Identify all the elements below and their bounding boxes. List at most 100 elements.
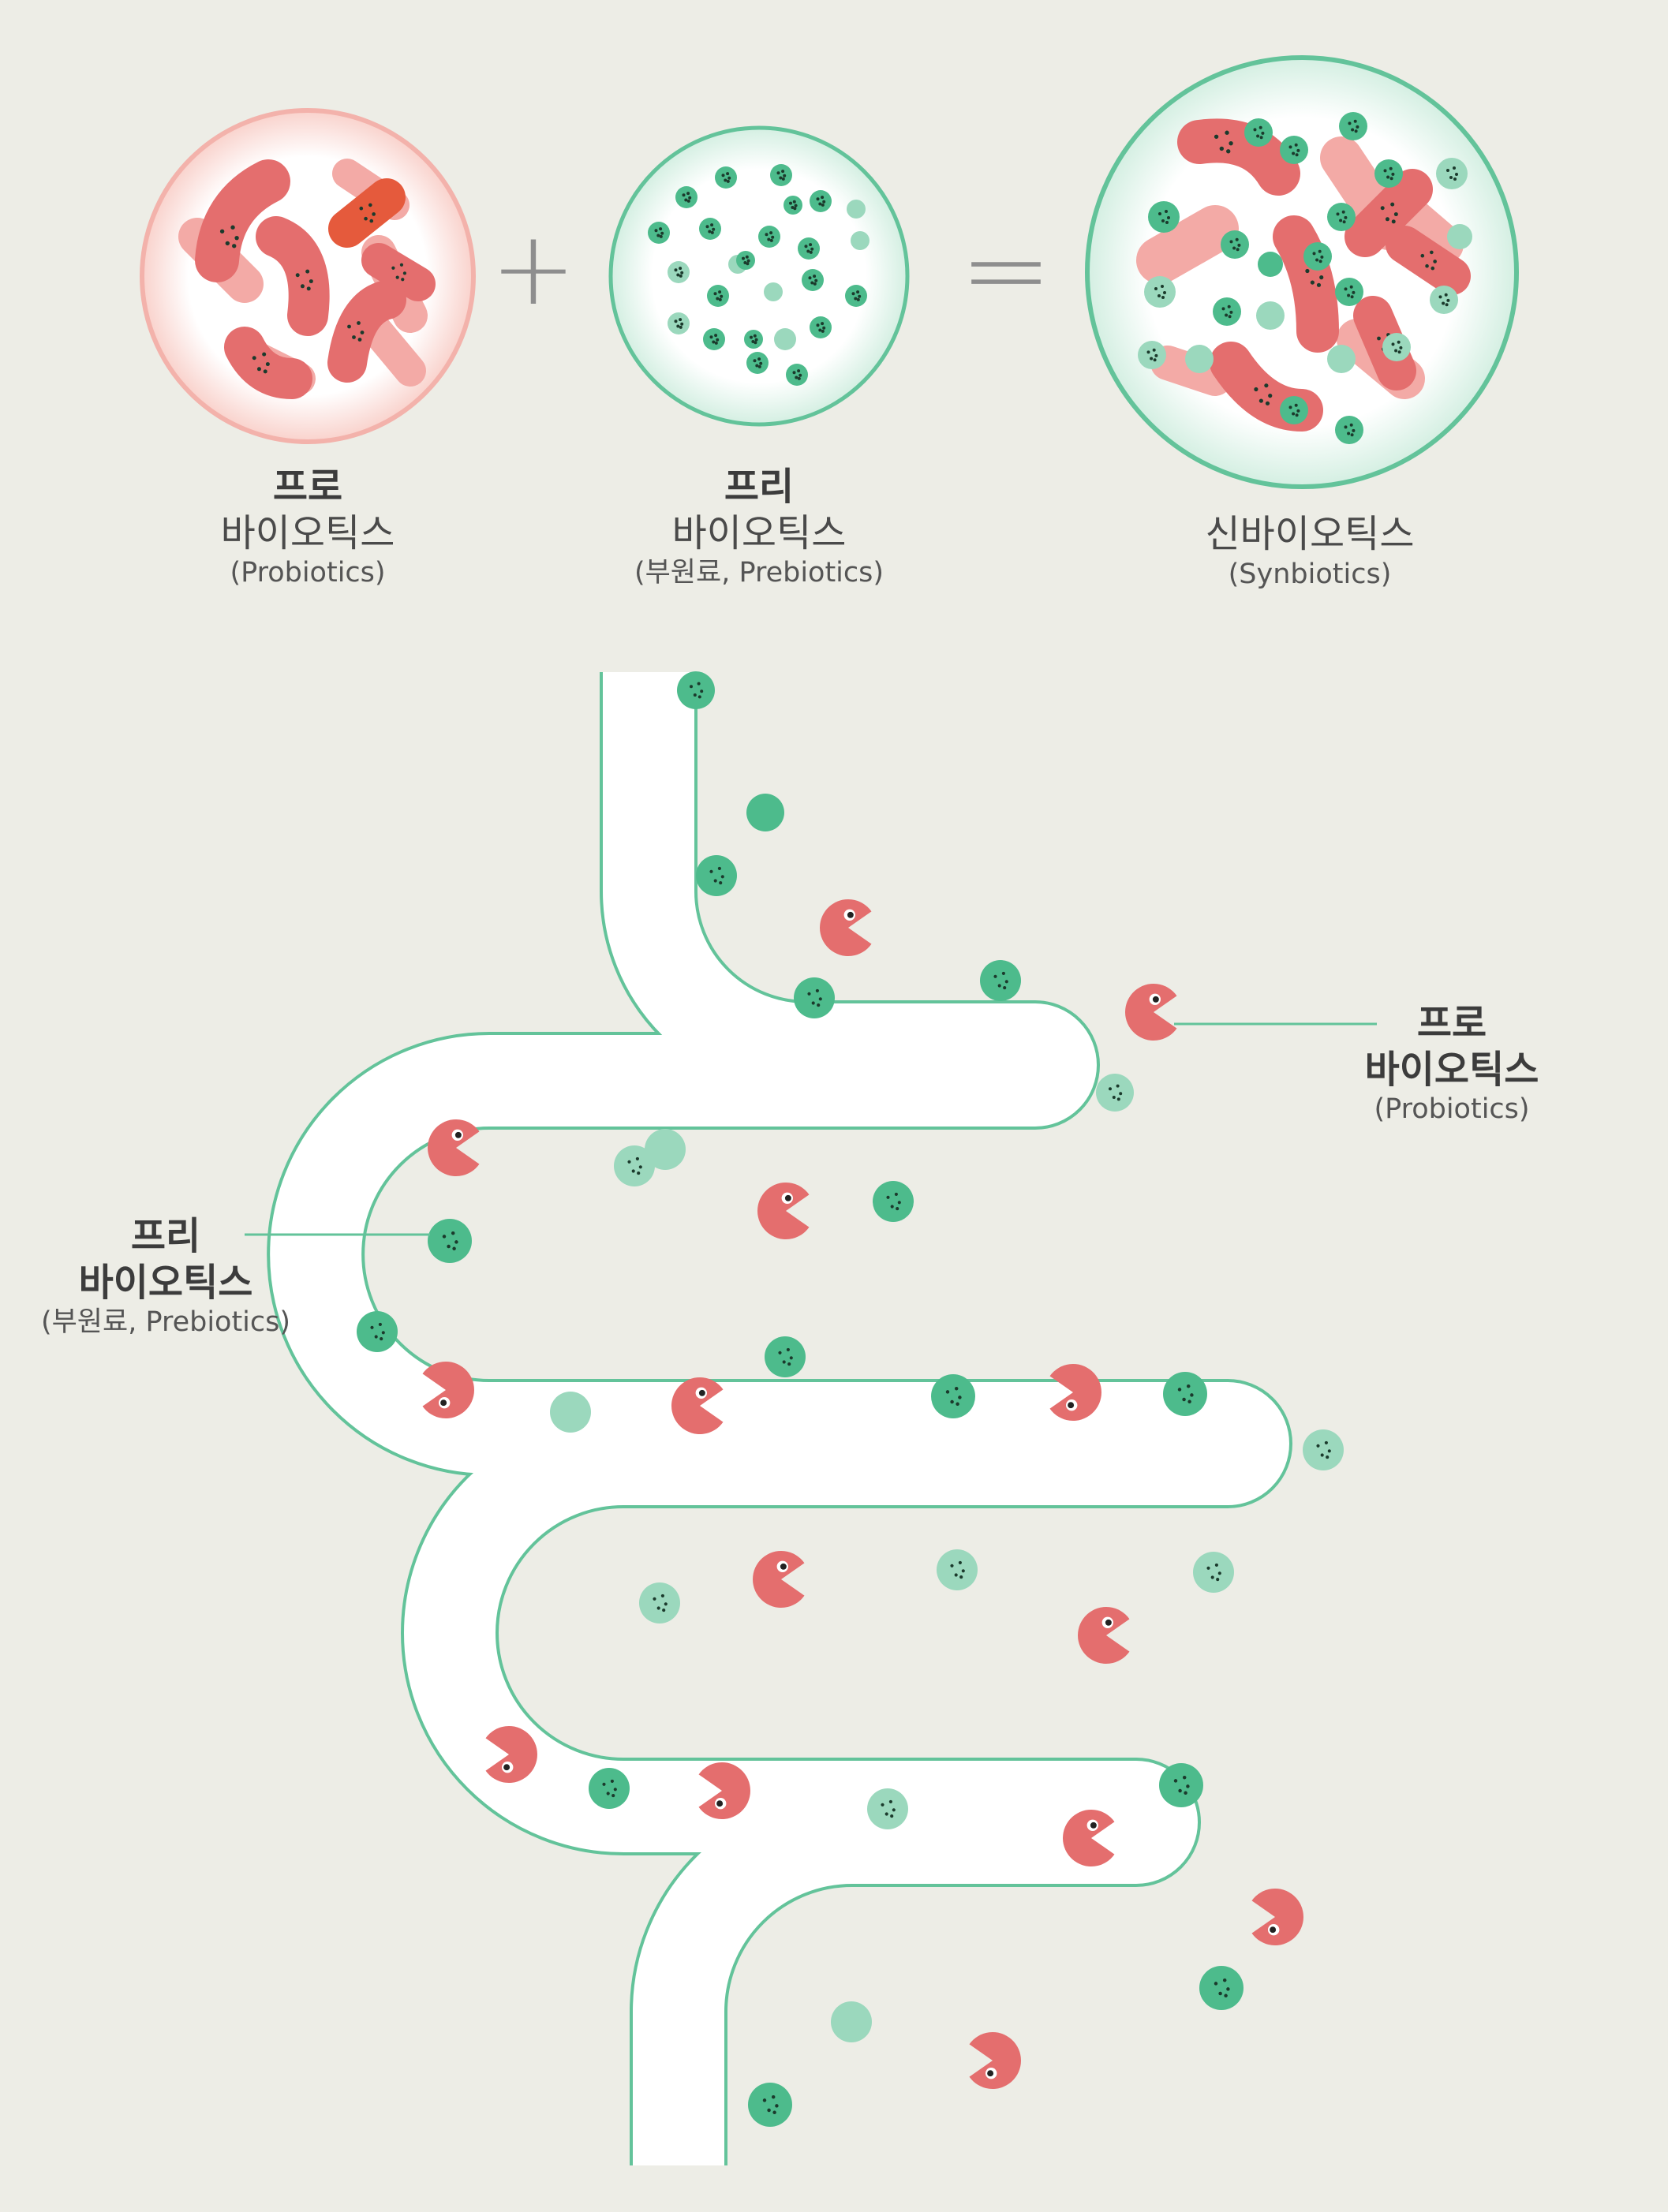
prebiotic-particle [1213,297,1241,326]
prebiotic-particle [550,1392,591,1433]
prebiotic-particle [668,312,690,334]
probiotic-pacman [753,1551,804,1608]
probiotics-caption-line1: 프로 [189,464,426,510]
prebiotic-particle [845,285,867,307]
prebiotic-particle [428,1219,472,1263]
prebiotic-particle [1430,286,1458,314]
prebiotic-particle [675,186,697,208]
prebiotic-particle [758,226,780,248]
prebiotic-particle [645,1129,686,1170]
prebiotic-particle [1436,158,1468,189]
intestine-prebiotics-label-line3: (부원료, Prebiotics) [32,1306,300,1340]
prebiotic-particle [1193,1552,1234,1593]
plus-sign: + [491,208,577,328]
prebiotic-particle [980,960,1021,1001]
prebiotics-caption-line2: 바이오틱스 [625,510,893,557]
prebiotic-particle [1096,1074,1134,1112]
prebiotic-particle [784,196,802,215]
probiotic-pacman [1252,1889,1303,1945]
prebiotic-particle [1159,1763,1203,1807]
prebiotic-particle [873,1181,914,1222]
prebiotic-particle [1327,203,1356,231]
prebiotic-particle [746,352,769,374]
probiotic-pacman [970,2032,1021,2089]
equals-sign: = [959,206,1052,334]
probiotic-bacterium [1404,245,1452,276]
prebiotic-particle [736,251,755,270]
probiotic-pacman [1125,984,1176,1041]
prebiotic-particle [867,1788,908,1829]
prebiotic-particle [1335,416,1363,444]
prebiotic-particle [1280,396,1308,424]
prebiotic-particle [810,190,832,212]
probiotic-pacman [820,899,871,956]
prebiotic-particle [937,1549,978,1590]
probiotic-bacterium [1160,229,1215,260]
prebiotic-particle [744,330,763,349]
prebiotic-particle [1138,341,1166,369]
probiotic-pacman [757,1183,809,1239]
prebiotic-particle [931,1374,975,1418]
intestine-prebiotics-label: 프리 바이오틱스 (부원료, Prebiotics) [32,1213,300,1340]
prebiotic-particle [1374,159,1403,188]
synbiotics-caption: 신바이오틱스 (Synbiotics) [1176,511,1444,591]
probiotics-circle [142,110,473,442]
prebiotic-particle [1339,112,1367,140]
prebiotic-particle [1335,278,1363,306]
prebiotic-particle [1256,301,1285,330]
prebiotics-circle [611,128,907,424]
prebiotic-particle [770,164,792,186]
prebiotic-particle [699,218,721,240]
prebiotic-particle [677,671,715,709]
prebiotic-particle [707,285,729,307]
prebiotic-particle [589,1768,630,1809]
prebiotic-particle [1221,230,1249,259]
prebiotic-particle [765,1336,806,1377]
probiotics-caption-line3: (Probiotics) [189,556,426,590]
prebiotic-particle [1327,345,1356,373]
prebiotics-caption: 프리 바이오틱스 (부원료, Prebiotics) [625,464,893,590]
prebiotic-particle [1144,276,1176,308]
prebiotic-particle [847,200,866,219]
synbiotics-circle [1087,58,1517,487]
prebiotic-particle [748,2083,792,2127]
prebiotic-particle [1185,345,1214,373]
prebiotic-particle [1280,136,1308,164]
intestine-prebiotics-label-line2: 바이오틱스 [32,1260,300,1306]
prebiotic-particle [798,237,820,260]
prebiotic-particle [774,328,796,350]
prebiotic-particle [794,977,835,1018]
prebiotic-particle [715,166,737,189]
prebiotic-particle [1303,1429,1344,1470]
prebiotic-particle [1163,1372,1207,1416]
intestine-probiotics-label-line2: 바이오틱스 [1333,1047,1570,1093]
prebiotic-particle [696,855,737,896]
prebiotic-particle [639,1582,680,1624]
prebiotic-particle [703,328,725,350]
prebiotic-particle [357,1311,398,1352]
prebiotic-particle [668,261,690,283]
prebiotic-particle [1244,118,1273,147]
probiotics-caption-line2: 바이오틱스 [189,510,426,557]
prebiotic-particle [851,231,870,250]
probiotic-pacman [1078,1607,1129,1664]
prebiotic-particle [746,794,784,831]
prebiotic-particle [1199,1966,1244,2010]
prebiotic-particle [786,364,808,386]
prebiotic-particle [802,269,824,291]
prebiotics-caption-line1: 프리 [625,464,893,510]
prebiotic-particle [1258,252,1283,277]
probiotics-caption: 프로 바이오틱스 (Probiotics) [189,464,426,590]
intestine-prebiotics-label-line1: 프리 [32,1213,300,1260]
prebiotic-particle [1447,224,1472,249]
prebiotic-particle [810,316,832,338]
prebiotic-particle [1382,333,1411,361]
intestine-probiotics-label-line3: (Probiotics) [1333,1093,1570,1127]
prebiotic-particle [1303,242,1332,271]
intestine-probiotics-label: 프로 바이오틱스 (Probiotics) [1333,1000,1570,1127]
synbiotics-caption-line1: 신바이오틱스 [1176,511,1444,558]
prebiotic-particle [1148,201,1180,233]
prebiotic-particle [648,222,670,244]
prebiotics-caption-line3: (부원료, Prebiotics) [625,556,893,590]
intestine-probiotics-label-line1: 프로 [1333,1000,1570,1047]
